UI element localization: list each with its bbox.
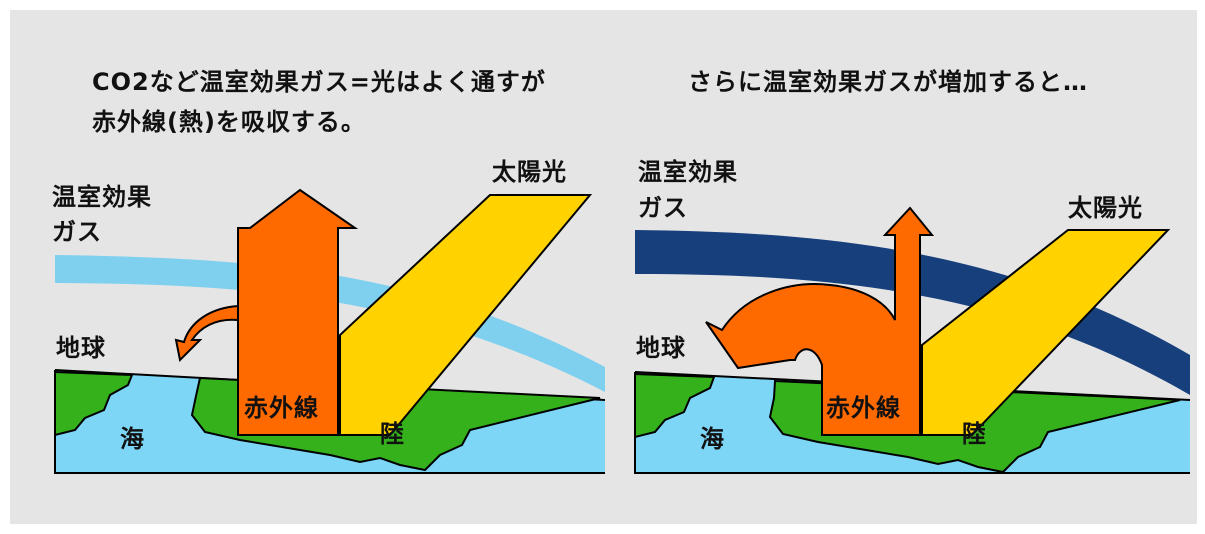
left-reflected-arrow bbox=[174, 304, 239, 363]
right-sunlight-beam bbox=[921, 229, 1171, 436]
left-panel bbox=[54, 188, 606, 474]
left-gas-label-line1: 温室効果 bbox=[52, 183, 152, 211]
right-sunlight-label: 太陽光 bbox=[1068, 194, 1143, 222]
left-land-label: 陸 bbox=[380, 420, 405, 448]
left-caption-line2: 赤外線(熱)を吸収する。 bbox=[92, 108, 366, 136]
right-gas-label-line2: ガス bbox=[638, 194, 688, 222]
left-earth-label: 地球 bbox=[56, 334, 106, 362]
right-gas-label-line1: 温室効果 bbox=[638, 158, 738, 186]
right-infrared-arrow bbox=[705, 206, 935, 436]
right-sea-label: 海 bbox=[700, 425, 725, 453]
right-panel bbox=[634, 206, 1191, 474]
left-land-1 bbox=[54, 370, 134, 437]
left-gas-label-line2: ガス bbox=[52, 218, 102, 246]
left-sunlight-beam bbox=[339, 194, 593, 436]
right-gas-band-thick bbox=[635, 230, 1190, 395]
left-sunlight-label: 太陽光 bbox=[492, 158, 567, 186]
left-infrared-arrow bbox=[237, 188, 359, 436]
right-land-label: 陸 bbox=[962, 420, 987, 448]
left-sea-label: 海 bbox=[120, 425, 145, 453]
left-caption-line1: CO2など温室効果ガス=光はよく通すが bbox=[92, 68, 546, 96]
right-land-1 bbox=[634, 372, 716, 439]
right-caption-line1: さらに温室効果ガスが増加すると… bbox=[688, 68, 1088, 96]
right-infrared-label: 赤外線 bbox=[826, 394, 901, 422]
right-earth-label: 地球 bbox=[636, 334, 686, 362]
left-infrared-label: 赤外線 bbox=[244, 394, 319, 422]
